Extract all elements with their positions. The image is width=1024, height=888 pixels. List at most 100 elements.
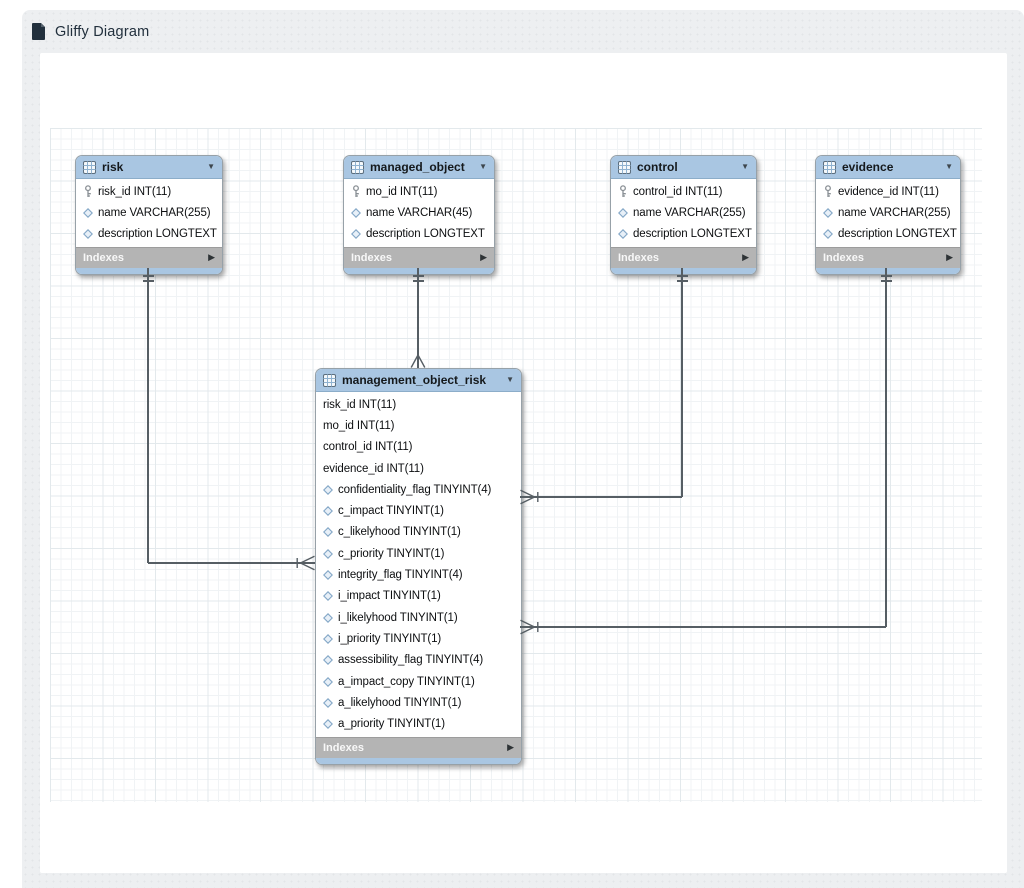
column-label: control_id INT(11) [633, 185, 723, 198]
chevron-down-icon[interactable]: ▼ [741, 162, 749, 171]
table-title: control [637, 160, 678, 174]
column-label: mo_id INT(11) [323, 419, 395, 432]
column-label: a_likelyhood TINYINT(1) [338, 696, 462, 709]
table-header[interactable]: management_object_risk▼ [316, 369, 521, 392]
relationship-line-evidence-to-management_object_risk[interactable] [520, 626, 886, 628]
indexes-label: Indexes [351, 251, 392, 264]
column-label: description LONGTEXT [633, 228, 752, 241]
column-row: control_id INT(11) [316, 437, 521, 458]
column-row: mo_id INT(11) [316, 415, 521, 436]
er-table-evidence[interactable]: evidence ▼ evidence_id INT(11) name VARCH… [815, 155, 961, 275]
er-table-management_object_risk[interactable]: management_object_risk▼ risk_id INT(11) mo… [315, 368, 522, 765]
column-diamond-icon [323, 570, 333, 580]
column-label: risk_id INT(11) [98, 185, 172, 198]
chevron-down-icon[interactable]: ▼ [945, 162, 953, 171]
relationship-line-evidence-to-management_object_risk[interactable] [885, 268, 887, 627]
table-header[interactable]: control ▼ [611, 156, 756, 179]
crowfoot-many-marker [520, 489, 539, 510]
indexes-bar[interactable]: Indexes ▶ [344, 246, 494, 268]
relationship-line-risk-to-management_object_risk[interactable] [147, 268, 149, 563]
column-label: risk_id INT(11) [323, 398, 397, 411]
column-label: i_impact TINYINT(1) [338, 590, 441, 603]
column-label: mo_id INT(11) [366, 185, 438, 198]
chevron-down-icon[interactable]: ▼ [506, 375, 514, 384]
one-cardinality-tick [412, 280, 424, 282]
column-row: mo_id INT(11) [344, 181, 494, 202]
crowfoot-many-marker [296, 555, 315, 576]
table-header[interactable]: risk▼ [76, 156, 222, 179]
column-label: name VARCHAR(255) [98, 206, 211, 219]
column-diamond-icon [323, 612, 333, 623]
column-row: description LONGTEXT [344, 224, 494, 245]
table-columns: evidence_id INT(11) name VARCHAR(255) de… [816, 179, 960, 247]
indexes-label: Indexes [823, 251, 864, 264]
table-columns: control_id INT(11) name VARCHAR(255) des… [611, 179, 756, 247]
table-accent-strip [816, 267, 960, 274]
one-cardinality-tick [676, 280, 688, 282]
chevron-down-icon[interactable]: ▼ [479, 162, 487, 171]
column-row: c_impact TINYINT(1) [316, 500, 521, 521]
relationship-line-control-to-management_object_risk[interactable] [681, 268, 683, 497]
table-icon [823, 160, 836, 174]
column-diamond-icon [323, 591, 333, 602]
macro-title: Gliffy Diagram [55, 23, 150, 40]
relationship-line-managed_object-to-management_object_risk[interactable] [417, 268, 419, 368]
column-label: description LONGTEXT [366, 228, 485, 241]
table-icon [323, 373, 336, 387]
table-accent-strip [344, 267, 494, 274]
indexes-bar[interactable]: Indexes▶ [76, 246, 222, 268]
column-diamond-icon [323, 655, 333, 666]
indexes-bar[interactable]: Indexes ▶ [816, 246, 960, 268]
expand-arrow-icon[interactable]: ▶ [742, 252, 749, 263]
column-label: description LONGTEXT [838, 228, 957, 241]
relationship-line-risk-to-management_object_risk[interactable] [148, 562, 315, 564]
table-title: evidence [842, 160, 894, 174]
chevron-down-icon[interactable]: ▼ [207, 162, 215, 171]
column-diamond-icon [323, 484, 333, 495]
column-label: description LONGTEXT [98, 228, 217, 241]
column-row: name VARCHAR(255) [816, 202, 960, 223]
indexes-bar[interactable]: Indexes▶ [611, 246, 756, 268]
column-row: description LONGTEXT [611, 224, 756, 245]
column-label: evidence_id INT(11) [838, 185, 939, 198]
column-row: i_impact TINYINT(1) [316, 586, 521, 607]
column-label: evidence_id INT(11) [323, 462, 424, 475]
indexes-bar[interactable]: Indexes▶ [316, 736, 521, 758]
column-label: confidentiality_flag TINYINT(4) [338, 483, 492, 496]
crowfoot-many-marker [410, 354, 426, 373]
table-header[interactable]: evidence ▼ [816, 156, 960, 179]
column-diamond-icon [83, 229, 93, 240]
relationship-line-control-to-management_object_risk[interactable] [520, 496, 682, 498]
column-label: name VARCHAR(255) [633, 206, 746, 219]
column-row: description LONGTEXT [76, 224, 222, 245]
column-diamond-icon [323, 633, 333, 644]
expand-arrow-icon[interactable]: ▶ [507, 742, 514, 753]
expand-arrow-icon[interactable]: ▶ [946, 252, 953, 263]
column-label: assessibility_flag TINYINT(4) [338, 654, 484, 667]
document-icon [32, 23, 46, 40]
column-diamond-icon [323, 527, 333, 538]
er-table-risk[interactable]: risk▼ risk_id INT(11) name VARCHAR(255) … [75, 155, 223, 275]
column-row: c_likelyhood TINYINT(1) [316, 522, 521, 543]
table-header[interactable]: managed_object▼ [344, 156, 494, 179]
one-cardinality-tick [142, 275, 154, 277]
one-cardinality-tick [676, 275, 688, 277]
table-columns: risk_id INT(11) mo_id INT(11) control_id I… [316, 392, 521, 737]
crowfoot-many-marker [520, 619, 539, 640]
primary-key-icon [83, 185, 93, 198]
column-label: name VARCHAR(255) [838, 206, 951, 219]
er-table-control[interactable]: control ▼ control_id INT(11) name VARCHAR… [610, 155, 757, 275]
er-table-managed_object[interactable]: managed_object▼ mo_id INT(11) name VARCH… [343, 155, 495, 275]
column-label: i_likelyhood TINYINT(1) [338, 611, 458, 624]
column-label: i_priority TINYINT(1) [338, 632, 442, 645]
column-row: description LONGTEXT [816, 224, 960, 245]
column-label: a_priority TINYINT(1) [338, 718, 445, 731]
column-diamond-icon [823, 229, 833, 240]
column-diamond-icon [323, 719, 333, 730]
column-row: i_priority TINYINT(1) [316, 628, 521, 649]
column-diamond-icon [618, 207, 628, 218]
expand-arrow-icon[interactable]: ▶ [480, 252, 487, 263]
expand-arrow-icon[interactable]: ▶ [208, 252, 215, 263]
column-diamond-icon [323, 697, 333, 708]
